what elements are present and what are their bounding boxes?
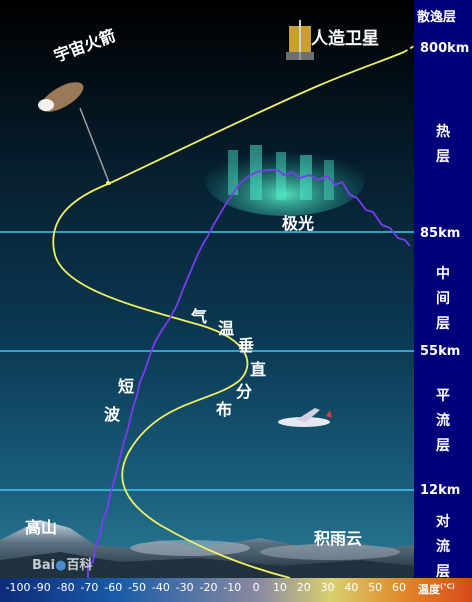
watermark-brand: Bai xyxy=(32,558,56,573)
temp-label-char-1: 气 xyxy=(191,307,208,326)
aurora-glow xyxy=(205,144,365,216)
axis-tick-label: -60 xyxy=(104,581,123,594)
cloud-label: 积雨云 xyxy=(314,529,363,548)
temp-label-char-4: 直 xyxy=(250,360,267,379)
mesosphere-label: 中 间 层 xyxy=(416,262,470,337)
satellite-illustration xyxy=(286,20,314,60)
axis-unit: (℃) xyxy=(440,582,455,591)
altitude-side-panel xyxy=(414,0,472,602)
axis-tick-label: -10 xyxy=(223,581,242,594)
stratosphere-char-1: 平 xyxy=(436,388,450,404)
mesosphere-char-2: 间 xyxy=(436,291,450,307)
axis-tick-label: 60 xyxy=(392,581,406,594)
axis-tick-label: -40 xyxy=(151,581,170,594)
temp-label-char-2: 温 xyxy=(218,319,235,338)
troposphere-char-3: 层 xyxy=(436,564,450,580)
axis-tick-label: -100 xyxy=(5,581,31,594)
aurora-label: 极光 xyxy=(282,214,315,233)
troposphere-label: 对 流 层 xyxy=(416,510,470,585)
axis-tick-label: -20 xyxy=(199,581,218,594)
troposphere-char-2: 流 xyxy=(436,539,450,555)
altitude-85km: 85km xyxy=(420,226,461,241)
rocket-illustration xyxy=(38,82,111,186)
temp-label-char-3: 垂 xyxy=(238,336,255,355)
paw-icon: ● xyxy=(55,558,67,573)
layer-boundaries xyxy=(0,231,414,491)
axis-tick-label: 0 xyxy=(252,581,260,594)
thermosphere-label: 热 层 xyxy=(416,120,470,170)
altitude-12km: 12km xyxy=(420,483,461,498)
axis-tick-label: -50 xyxy=(128,581,147,594)
temperature-axis-bar xyxy=(0,578,472,602)
mesosphere-char-1: 中 xyxy=(436,266,450,282)
axis-tick-label: -30 xyxy=(175,581,194,594)
baidu-watermark: Bai●百科 xyxy=(32,554,93,573)
axis-tick-label: -70 xyxy=(80,581,99,594)
mountain-label: 高山 xyxy=(25,518,58,537)
satellite-label: 人造卫星 xyxy=(311,29,379,49)
axis-tick-label: 40 xyxy=(344,581,359,594)
mesosphere-char-3: 层 xyxy=(436,316,450,332)
shortwave-label-char-2: 波 xyxy=(104,405,121,424)
watermark-site: 百科 xyxy=(66,558,93,573)
axis-tick-label: -80 xyxy=(56,581,75,594)
thermosphere-char-2: 层 xyxy=(436,149,450,165)
shortwave-curve xyxy=(87,169,411,578)
troposphere-char-1: 对 xyxy=(436,514,450,530)
temperature-curve-upper xyxy=(107,51,405,185)
axis-tick-label: 20 xyxy=(296,581,311,594)
axis-title-text: 温度 xyxy=(418,583,440,596)
stratosphere-label: 平 流 层 xyxy=(416,384,470,459)
axis-tick-label: -90 xyxy=(32,581,51,594)
stratosphere-char-3: 层 xyxy=(436,438,450,454)
altitude-800km: 800km xyxy=(420,41,470,56)
axis-tick-label: 50 xyxy=(368,581,383,594)
altitude-55km: 55km xyxy=(420,344,461,359)
temperature-curve-dashed xyxy=(403,45,415,53)
temperature-curve xyxy=(52,183,291,579)
temp-label-char-5: 分 xyxy=(236,382,253,401)
temp-label-char-6: 布 xyxy=(216,400,233,419)
temperature-axis-title: 温度(℃) xyxy=(418,581,455,597)
exosphere-label: 散逸层 xyxy=(417,10,457,25)
rocket-point xyxy=(106,181,110,185)
axis-tick-label: 30 xyxy=(320,581,335,594)
airplane-illustration xyxy=(278,408,332,427)
thermosphere-char-1: 热 xyxy=(436,124,450,140)
stratosphere-char-2: 流 xyxy=(436,413,450,429)
shortwave-label-char-1: 短 xyxy=(118,377,135,396)
axis-tick-label: 10 xyxy=(272,581,287,594)
